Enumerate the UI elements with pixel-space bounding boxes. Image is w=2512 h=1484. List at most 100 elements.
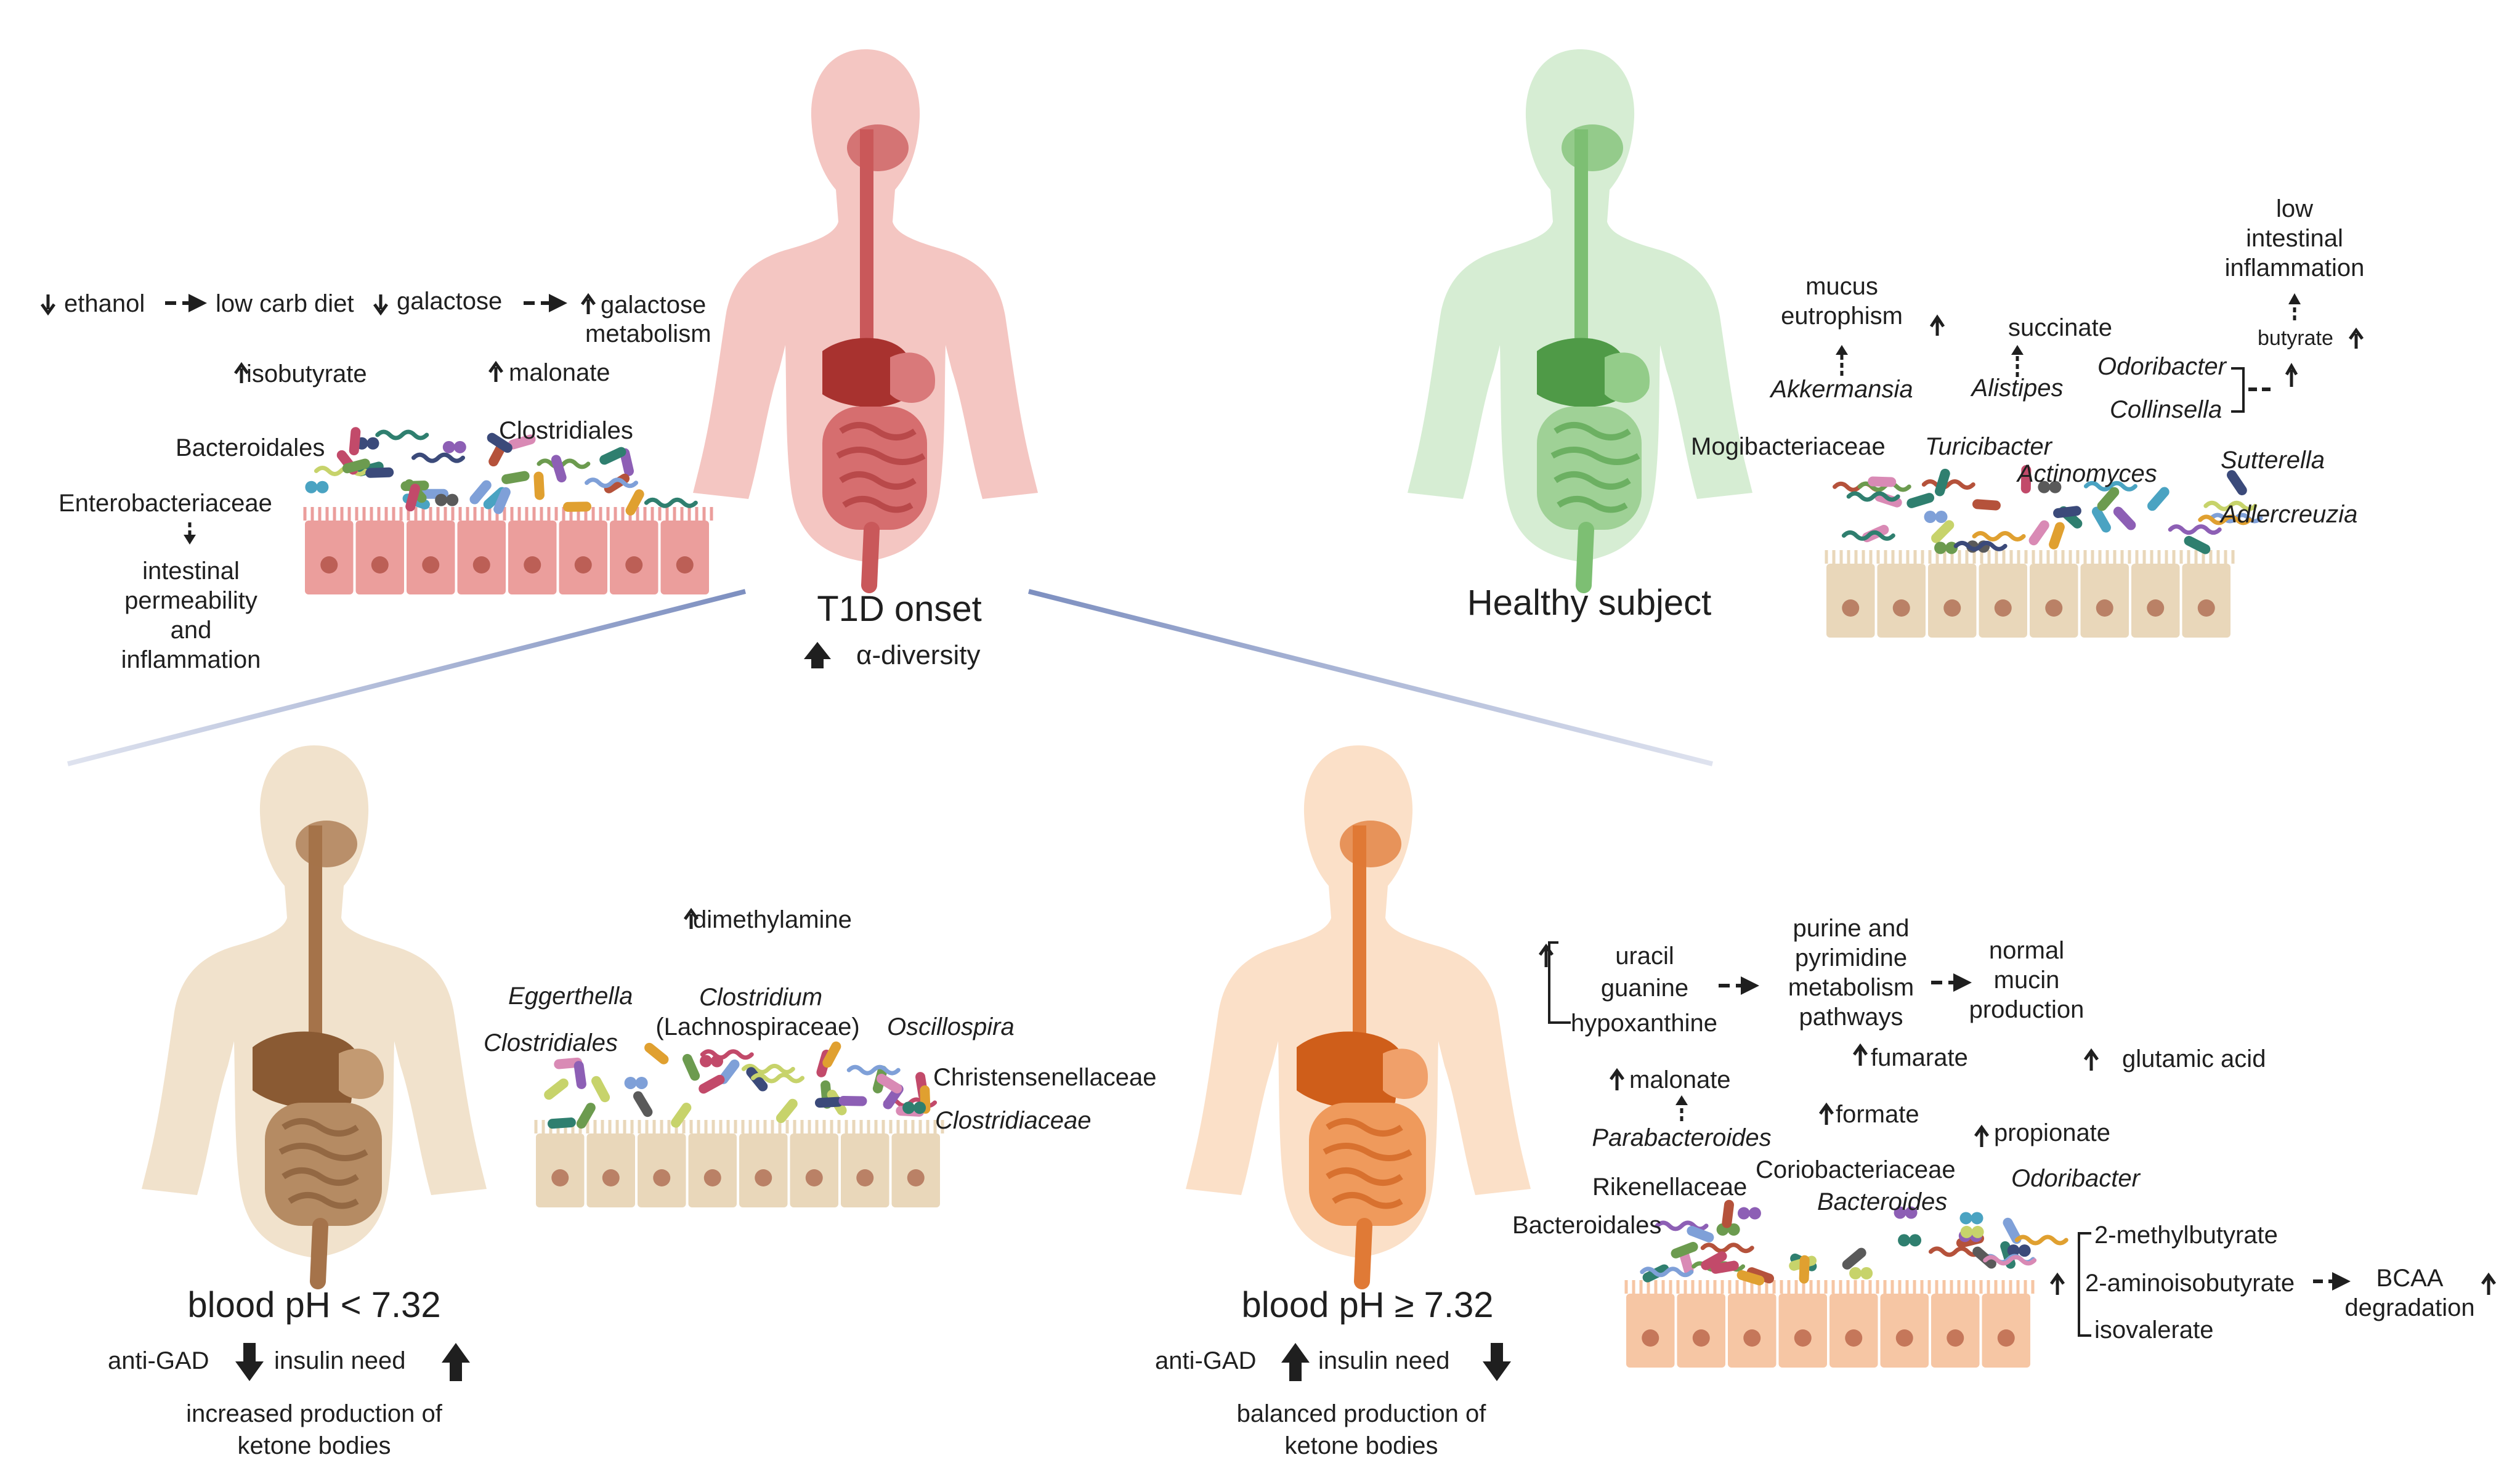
bacterium — [644, 1042, 669, 1064]
cell-nucleus — [1997, 1329, 2015, 1347]
healthy-annotations: Healthy subject mucus eutrophism succina… — [1467, 195, 2365, 623]
bacterium — [902, 1101, 915, 1114]
outcome-line-2: permeability — [124, 587, 257, 614]
epithelium-t1d — [303, 507, 713, 594]
odoribacter-label: Odoribacter — [2097, 353, 2227, 380]
parabacteroides-label: Parabacteroides — [1592, 1124, 1771, 1151]
cell-nucleus — [1842, 599, 1860, 617]
bacteria-cluster-healthy — [1833, 465, 2263, 554]
bacterium — [1748, 1207, 1761, 1220]
connector-right — [1028, 589, 1713, 766]
cell-nucleus — [2197, 599, 2215, 617]
bacteria-cluster-low-ph — [544, 1041, 938, 1129]
bacterium — [644, 497, 698, 508]
cell-nucleus — [422, 556, 440, 574]
bacterium — [551, 455, 567, 483]
actinomyces-label: Actinomyces — [2016, 460, 2157, 487]
cell-nucleus — [574, 556, 592, 574]
bacterium — [814, 1097, 843, 1108]
guanine-label: guanine — [1601, 975, 1688, 1002]
bacterium — [2003, 1217, 2022, 1244]
bacterium — [405, 484, 420, 512]
bacterium — [1931, 520, 1955, 543]
up-arrow-icon — [804, 642, 831, 668]
epithelium-high-ph — [1624, 1280, 2035, 1368]
inflammation-line-2: intestinal — [2246, 225, 2343, 252]
galactose-metabolism-label-2: metabolism — [585, 320, 711, 347]
bcaa-line-2: degradation — [2344, 1294, 2474, 1321]
cell-nucleus — [856, 1169, 874, 1186]
bacterium — [469, 480, 492, 505]
bacterium — [2203, 500, 2258, 511]
bacterium — [585, 477, 639, 489]
bacterium — [635, 1076, 648, 1089]
cell-nucleus — [551, 1169, 569, 1186]
isovalerate-label: isovalerate — [2094, 1316, 2213, 1344]
odoribacter-label: Odoribacter — [2011, 1165, 2141, 1192]
bacterium — [682, 1053, 700, 1081]
cell-nucleus — [1895, 1329, 1913, 1347]
cell-nucleus — [371, 556, 389, 574]
low-carb-diet-label: low carb diet — [216, 290, 354, 317]
up-arrow-icon — [683, 907, 699, 929]
high-ph-body — [1186, 745, 1531, 1289]
bacterium — [1906, 493, 1935, 508]
bacterium — [2091, 506, 2111, 533]
cell-nucleus — [703, 1169, 721, 1186]
bacterium — [342, 458, 370, 474]
cell-nucleus — [805, 1169, 823, 1186]
clostridium-label: Clostridium — [699, 984, 822, 1011]
bacterium — [1640, 1267, 1694, 1278]
bacterium — [314, 465, 368, 476]
cell-nucleus — [1943, 599, 1961, 617]
ketone-line-1: balanced production of — [1237, 1400, 1487, 1427]
bacterium — [2020, 465, 2032, 494]
bacterium — [1849, 1267, 1862, 1279]
purine-line-4: pathways — [1799, 1004, 1903, 1031]
cell-nucleus — [1794, 1329, 1812, 1347]
bacterium — [1971, 1212, 1983, 1225]
bacterium — [846, 1064, 901, 1076]
bacterium — [1671, 1242, 1698, 1259]
bacterium — [625, 489, 644, 516]
bacterium — [710, 1055, 723, 1068]
purine-line-3: metabolism — [1788, 974, 1914, 1001]
alpha-diversity-label: α-diversity — [856, 640, 980, 670]
bacterium — [1700, 1243, 1754, 1254]
bacteria-cluster-t1d — [305, 427, 698, 516]
bacterium — [2049, 480, 2062, 493]
cell-nucleus — [1994, 599, 2012, 617]
epithelium-low-ph — [534, 1120, 944, 1207]
bacterium — [487, 432, 513, 453]
bacterium — [573, 1061, 586, 1089]
outcome-line-3: and — [171, 617, 212, 644]
turicibacter-label: Turicibacter — [1925, 433, 2053, 460]
eggerthella-label: Eggerthella — [508, 983, 633, 1010]
bacterium — [838, 1095, 867, 1106]
cell-nucleus — [2147, 599, 2165, 617]
t1d-body — [693, 49, 1038, 593]
up-arrow-icon — [1929, 314, 1945, 336]
cell-nucleus — [320, 556, 338, 574]
clostridiales-label: Clostridiales — [499, 417, 633, 444]
mucus-line-2: eutrophism — [1781, 302, 1903, 330]
bacterium — [533, 471, 545, 500]
bacteroidales-label: Bacteroidales — [1512, 1212, 1661, 1239]
bacterium — [822, 1041, 841, 1068]
high-ph-annotations: uracil guanine hypoxanthine purine and p… — [1155, 915, 2497, 1459]
dimethylamine-label: dimethylamine — [693, 906, 852, 933]
bacterium — [411, 452, 465, 463]
oscillospira-label: Oscillospira — [887, 1013, 1015, 1040]
bacterium — [537, 458, 591, 469]
ketone-line-2: ketone bodies — [237, 1432, 391, 1459]
down-arrow-icon — [40, 294, 56, 316]
bacterium — [453, 440, 466, 453]
bacterium — [700, 1049, 754, 1060]
healthy-title: Healthy subject — [1467, 583, 1712, 623]
bacterium — [1934, 468, 1950, 497]
bacterium — [501, 471, 530, 484]
bacterium — [1921, 479, 1975, 490]
cell-nucleus — [653, 1169, 671, 1186]
bacterium — [316, 480, 329, 493]
mucin-line-3: production — [1969, 996, 2085, 1023]
